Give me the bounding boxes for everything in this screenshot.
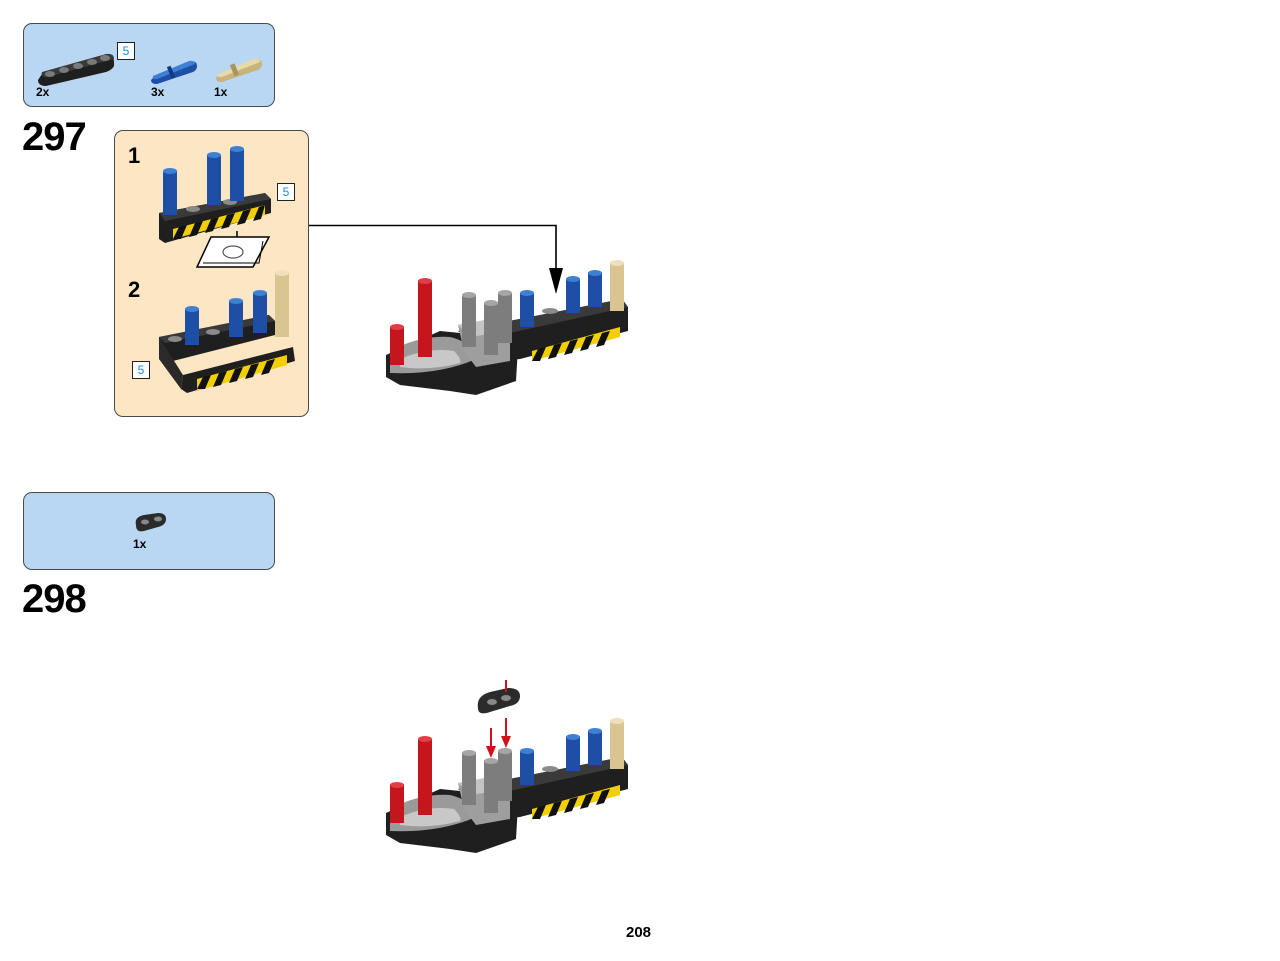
length-tag: 5 xyxy=(117,42,135,60)
length-tag: 5 xyxy=(132,361,150,379)
parts-list-box-297: 5 2x 3x 1x xyxy=(23,23,275,107)
substep-number: 2 xyxy=(128,277,141,302)
main-assembly-297 xyxy=(386,260,628,395)
substep-1-illustration xyxy=(159,146,271,243)
double-connector-icon xyxy=(135,513,166,532)
substep-number: 1 xyxy=(128,143,141,168)
substep-2-illustration xyxy=(159,270,295,393)
main-assembly-298 xyxy=(386,680,628,853)
subassembly-box: 1 5 2 5 xyxy=(114,130,309,417)
rotate-icon xyxy=(195,231,271,268)
tan-axle-pin-icon xyxy=(216,58,262,82)
length-tag: 5 xyxy=(277,183,295,201)
callout-arrow xyxy=(309,224,563,294)
blue-pin-icon xyxy=(151,60,197,84)
parts-list-box-298: 1x xyxy=(23,492,275,570)
step-number: 297 xyxy=(22,115,87,159)
beam-5-icon xyxy=(38,53,114,86)
part-qty: 1x xyxy=(214,85,228,99)
page-number: 208 xyxy=(626,924,652,941)
part-qty: 1x xyxy=(133,537,147,551)
step-number: 298 xyxy=(22,577,87,621)
part-qty: 3x xyxy=(151,85,165,99)
part-qty: 2x xyxy=(36,85,50,99)
